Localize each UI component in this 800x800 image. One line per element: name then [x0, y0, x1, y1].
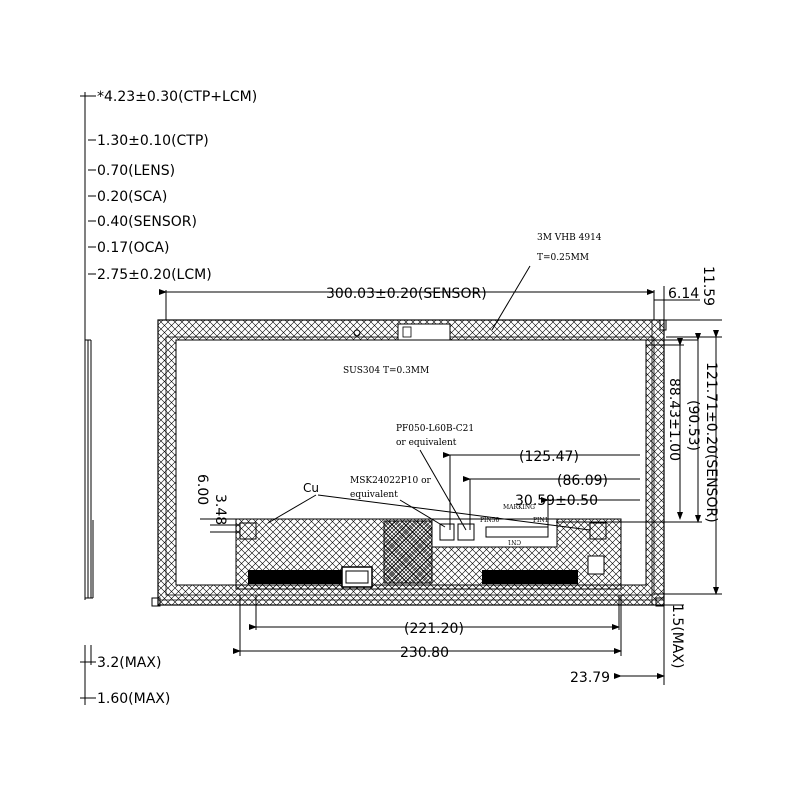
dim-width-221: (221.20) [404, 621, 464, 637]
layer-label-sca: 0.20(SCA) [97, 189, 167, 205]
dim-right-offset: 6.14 [668, 286, 699, 302]
side-view: *4.23±0.30(CTP+LCM) 1.30±0.10(CTP) 0.70(… [80, 89, 257, 707]
connector-marking: MARKING [503, 504, 535, 511]
dim-348: 3.48 [212, 494, 228, 525]
note-connector2: MSK24022P10 or [350, 476, 432, 486]
note-tape-thickness: T=0.25MM [537, 253, 589, 263]
layer-label-total: *4.23±0.30(CTP+LCM) [97, 89, 257, 105]
dim-sensor-height: 121.71±0.20(SENSOR) [703, 362, 719, 523]
layer-label-lens: 0.70(LENS) [97, 163, 175, 179]
dimensions: 300.03±0.20(SENSOR) 6.14 11.59 121.71±0.… [159, 266, 722, 686]
dim-2379: 23.79 [570, 670, 610, 686]
dim-sensor-width: 300.03±0.20(SENSOR) [326, 286, 487, 302]
layer-label-sensor: 0.40(SENSOR) [97, 214, 197, 230]
cn1-label: CN1 [507, 538, 521, 545]
dim-height-main: 88.43±1.00 [666, 378, 682, 461]
note-connector-alt: or equivalent [396, 438, 457, 448]
layer-label-ctp: 1.30±0.10(CTP) [97, 133, 209, 149]
bottom-dim-max-a: 3.2(MAX) [97, 655, 161, 671]
layer-label-oca: 0.17(OCA) [97, 240, 169, 256]
front-view [151, 319, 667, 607]
dim-ref-86: (86.09) [557, 473, 608, 489]
layer-leaders [80, 95, 96, 699]
dim-30: 30.59±0.50 [515, 493, 598, 509]
annotations: 3M VHB 4914 T=0.25MM SUS304 T=0.3MM PF05… [267, 233, 602, 545]
note-connector2-alt: equivalent [350, 490, 398, 500]
dim-15: 1.5(MAX) [669, 604, 685, 668]
dim-width-230: 230.80 [400, 645, 449, 661]
bottom-dim-max-b: 1.60(MAX) [97, 691, 170, 707]
note-plate: SUS304 T=0.3MM [343, 366, 429, 376]
note-connector: PF050-L60B-C21 [396, 424, 474, 434]
dim-height-ref: (90.53) [685, 400, 701, 451]
note-tape: 3M VHB 4914 [537, 233, 602, 243]
pin-label-b: PIN1 [533, 517, 548, 524]
layer-label-lcm: 2.75±0.20(LCM) [97, 267, 212, 283]
dim-ref-125: (125.47) [519, 449, 579, 465]
note-copper: Cu [303, 481, 319, 495]
dim-top-offset: 11.59 [700, 266, 716, 306]
dim-600: 6.00 [194, 474, 210, 505]
pin-label-a: PIN50 [480, 517, 499, 524]
